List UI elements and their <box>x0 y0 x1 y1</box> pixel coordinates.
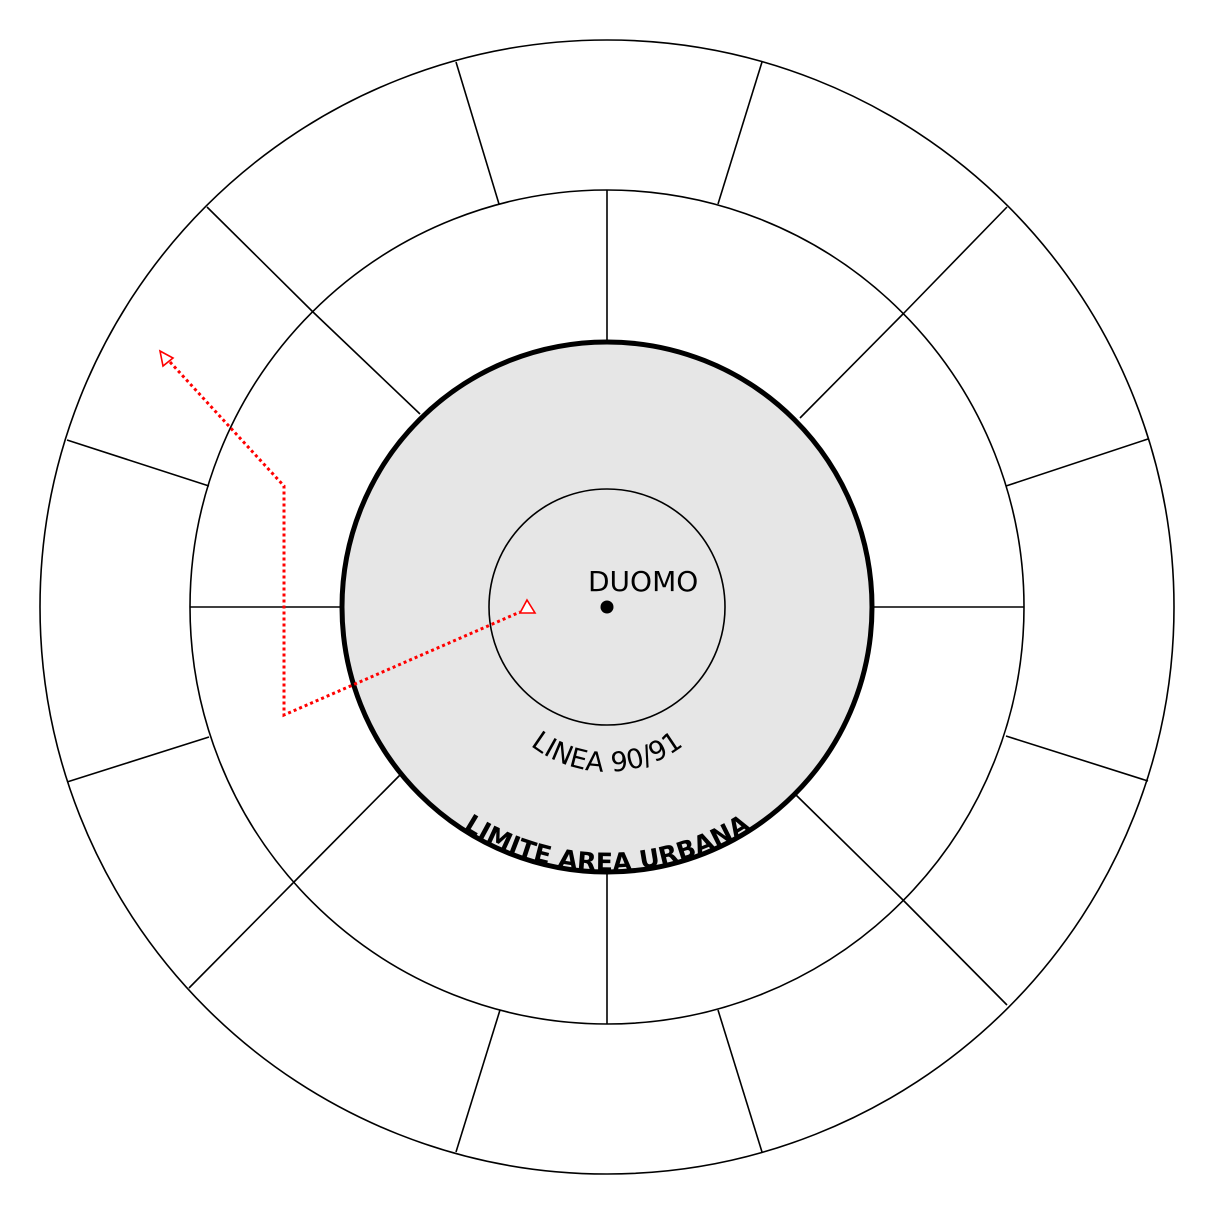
middle-divider <box>794 793 904 901</box>
duomo-dot-icon <box>600 600 614 614</box>
middle-divider <box>799 313 904 419</box>
duomo-label: DUOMO <box>588 565 698 598</box>
outer-band-dividers <box>66 61 1149 1153</box>
route-end-triangle-icon <box>518 598 537 614</box>
route-path <box>168 360 521 718</box>
outer-divider <box>455 61 500 205</box>
outer-divider <box>455 1009 501 1153</box>
outer-divider <box>1005 735 1149 782</box>
middle-divider <box>292 774 401 884</box>
outer-ring <box>39 39 1175 1175</box>
middle-band-dividers <box>190 190 1024 1024</box>
outer-divider <box>902 206 1008 315</box>
outer-divider <box>66 736 210 783</box>
middle-divider <box>312 311 421 415</box>
outer-divider <box>206 206 314 313</box>
outer-divider <box>902 899 1008 1006</box>
line-90-91-circle <box>488 488 726 726</box>
outer-divider <box>717 1009 763 1153</box>
outer-divider <box>66 439 210 487</box>
outer-divider <box>717 61 763 205</box>
outer-divider <box>188 882 294 989</box>
route-start-triangle-icon <box>158 349 175 368</box>
outer-divider <box>1005 438 1149 487</box>
